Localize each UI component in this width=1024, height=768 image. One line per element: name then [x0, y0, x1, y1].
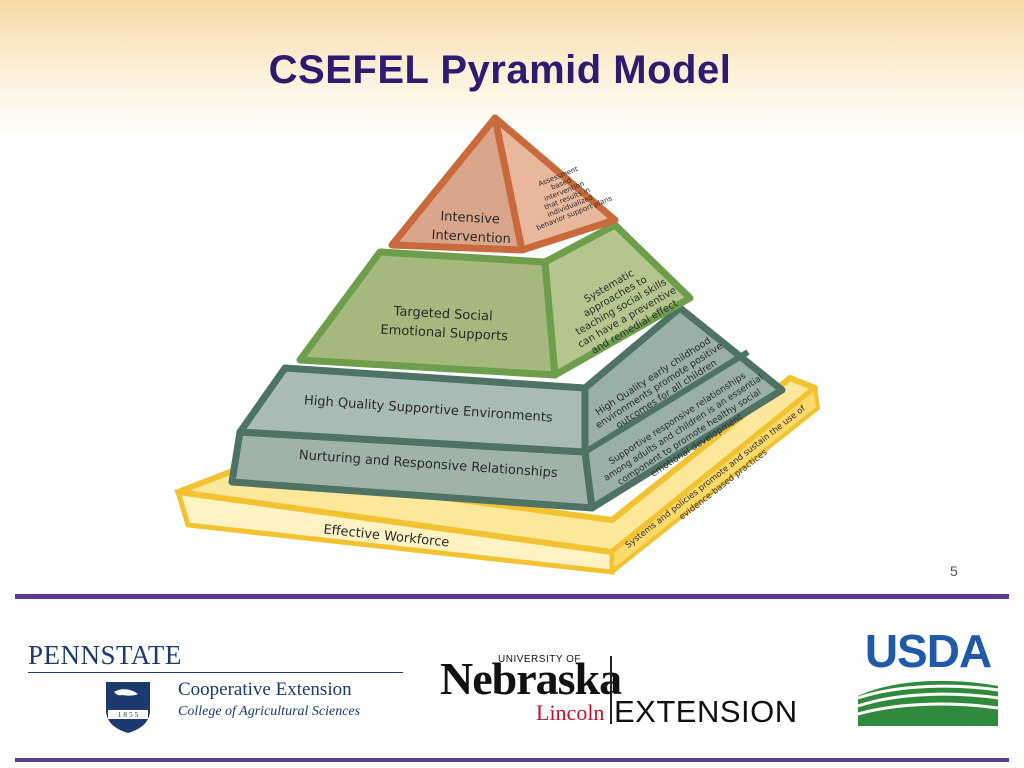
- pennstate-wordmark: PENNSTATE: [28, 640, 182, 670]
- page-number: 5: [950, 563, 958, 579]
- footer-divider-bottom: [15, 758, 1009, 762]
- slide-title: CSEFEL Pyramid Model: [268, 48, 732, 92]
- nebraska-extension-text: EXTENSION: [614, 694, 798, 729]
- usda-wordmark: USDA: [864, 625, 992, 677]
- nebraska-lincoln: Lincoln: [536, 700, 605, 725]
- slide-header-background: [0, 0, 1024, 140]
- tier-targeted-side: [541, 221, 694, 379]
- pennstate-shield-year: 1 8 5 5: [118, 710, 139, 719]
- tier-intensive-label: Intensive Intervention: [431, 209, 512, 247]
- pyramid-diagram: Intensive Intervention Targeted Social E…: [174, 114, 820, 575]
- usda-fields-icon: [857, 680, 999, 726]
- pennstate-coop-extension: Cooperative Extension: [178, 679, 352, 700]
- usda-logo: USDA: [856, 625, 1000, 728]
- base-platform-side: [610, 386, 820, 574]
- pennstate-logo: PENNSTATE 1 8 5 5 Cooperative Extension …: [28, 640, 408, 740]
- tier-targeted-label: Targeted Social Emotional Supports: [380, 304, 509, 345]
- pennstate-rule: [28, 672, 403, 673]
- tier-lower-side-divider: [583, 349, 750, 455]
- nebraska-extension-logo: UNIVERSITY OF Nebraska Lincoln EXTENSION: [440, 650, 797, 730]
- pennstate-college: College of Agricultural Sciences: [178, 704, 361, 719]
- tier-intensive-side: [491, 114, 619, 254]
- nebraska-university-of: UNIVERSITY OF: [498, 654, 581, 665]
- nebraska-divider: [610, 656, 612, 724]
- pennstate-shield-icon: 1 8 5 5: [106, 682, 150, 733]
- footer-divider-top: [15, 594, 1009, 599]
- nebraska-wordmark: Nebraska: [440, 653, 622, 704]
- tier-intensive-side-text: Assessment based intervention that resul…: [520, 157, 613, 232]
